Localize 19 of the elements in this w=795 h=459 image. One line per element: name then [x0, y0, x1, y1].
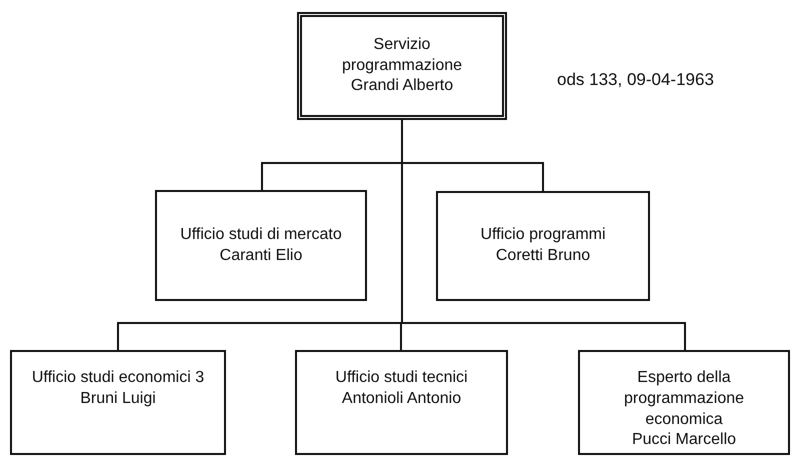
unit-name: Ufficio studi di mercato: [180, 224, 342, 245]
org-unit-box: [578, 350, 790, 455]
person-name: Grandi Alberto: [350, 76, 454, 96]
unit-name: Servizio programmazione: [340, 34, 464, 76]
person-name: Pucci Marcello: [632, 430, 736, 450]
person-name: Coretti Bruno: [496, 246, 590, 266]
org-unit-box: [436, 191, 650, 301]
org-unit-box: [10, 350, 226, 455]
unit-name: Esperto della programmazione economica: [622, 368, 746, 430]
org-unit-box: [155, 190, 367, 301]
unit-name: Ufficio programmi: [480, 225, 606, 246]
order-reference-note: ods 133, 09-04-1963: [557, 70, 714, 90]
person-name: Caranti Elio: [220, 246, 302, 266]
person-name: Antonioli Antonio: [342, 388, 462, 409]
org-unit-box: [295, 350, 508, 455]
person-name: Bruni Luigi: [80, 388, 156, 409]
unit-name: Ufficio studi economici 3: [32, 368, 204, 388]
unit-name: Ufficio studi tecnici: [335, 368, 468, 388]
org-unit-box: [297, 12, 507, 120]
